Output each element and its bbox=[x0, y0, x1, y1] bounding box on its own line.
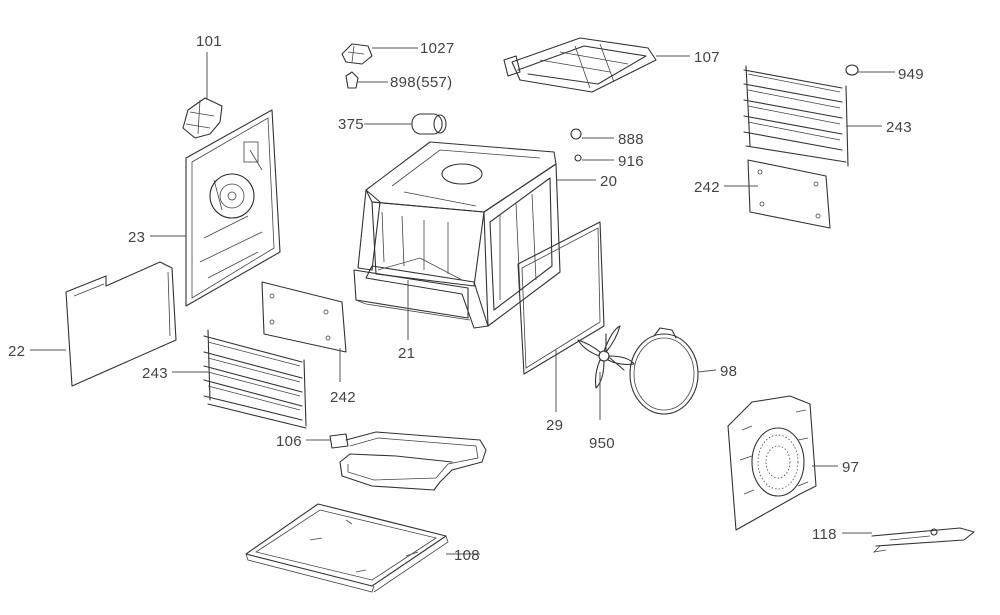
part-20-oven-cavity: 20 bbox=[357, 141, 617, 329]
label-949: 949 bbox=[898, 66, 924, 83]
label-108: 108 bbox=[454, 547, 480, 564]
part-243-shelf-rails-left: 243 bbox=[142, 329, 307, 429]
part-888-bushing: 888 bbox=[570, 128, 644, 148]
part-118-sensor-probe: 118 bbox=[812, 526, 975, 553]
part-916-screw: 916 bbox=[574, 153, 644, 170]
part-949-knob: 949 bbox=[845, 64, 924, 83]
label-118: 118 bbox=[812, 526, 837, 543]
part-101-switch: 101 bbox=[182, 33, 223, 139]
part-29-door-gasket: 29 bbox=[517, 221, 605, 434]
part-22-insulation: 22 bbox=[8, 261, 177, 387]
part-242-plate-left: 242 bbox=[261, 281, 356, 406]
part-21-bottom-cover: 21 bbox=[353, 269, 471, 362]
part-98-ring-element: 98 bbox=[629, 327, 737, 415]
part-97-fan-cover: 97 bbox=[727, 395, 859, 531]
part-108-bottom-tray: 108 bbox=[245, 503, 480, 593]
label-243-a: 243 bbox=[886, 119, 912, 136]
label-375: 375 bbox=[338, 116, 364, 133]
label-950: 950 bbox=[589, 435, 615, 452]
label-242-a: 242 bbox=[694, 179, 720, 196]
label-20: 20 bbox=[600, 173, 617, 190]
label-242-b: 242 bbox=[330, 389, 356, 406]
part-107-grill-element: 107 bbox=[503, 37, 720, 93]
label-107: 107 bbox=[694, 49, 720, 66]
label-888: 888 bbox=[618, 131, 644, 148]
label-243-b: 243 bbox=[142, 365, 168, 382]
label-916: 916 bbox=[618, 153, 644, 170]
label-106: 106 bbox=[276, 433, 302, 450]
label-29: 29 bbox=[546, 417, 563, 434]
part-898-clip: 898(557) bbox=[345, 71, 452, 91]
label-1027: 1027 bbox=[420, 40, 455, 57]
label-21: 21 bbox=[398, 345, 415, 362]
part-1027-connector: 1027 bbox=[341, 40, 455, 65]
part-242-plate-right: 242 bbox=[694, 159, 831, 229]
label-898: 898(557) bbox=[390, 74, 452, 91]
label-22: 22 bbox=[8, 343, 25, 360]
label-97: 97 bbox=[842, 459, 859, 476]
label-98: 98 bbox=[720, 363, 737, 380]
part-106-bottom-element: 106 bbox=[276, 431, 487, 491]
label-101: 101 bbox=[196, 33, 222, 50]
part-950-fan-blade: 950 bbox=[577, 325, 635, 452]
part-243-shelf-rails-right: 243 bbox=[743, 65, 912, 167]
part-23-back-panel: 23 bbox=[128, 109, 281, 307]
label-23: 23 bbox=[128, 229, 145, 246]
part-375-lamp: 375 bbox=[338, 113, 447, 135]
